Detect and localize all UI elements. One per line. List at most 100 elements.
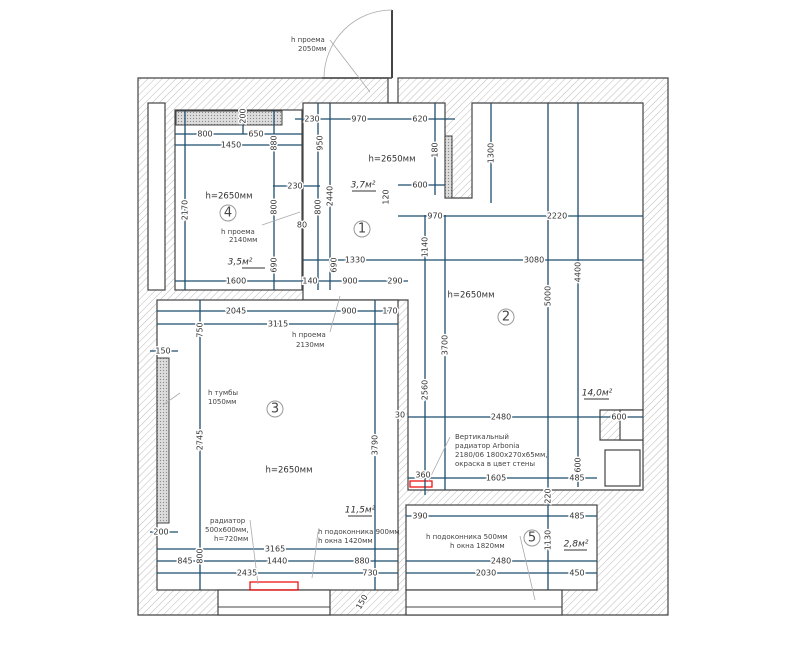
dimension-label: 970 [351,115,366,124]
room-2-height: h=2650мм [448,291,495,301]
dimension-label: 2435 [237,569,257,578]
dimension-label: 1450 [221,141,241,150]
dimension-label: 1130 [544,530,553,550]
room-5-number: 5 [528,531,536,546]
room-labels: h=2650мм 1 3,7м² h=2650мм 2 14,0м² h=265… [206,155,613,551]
dimension-label: 800 [270,199,279,214]
dimension-label: 30 [395,411,405,420]
dimension-label: 900 [341,307,356,316]
window5-note: h окна 1820мм [450,542,505,550]
dimension-label: 1330 [345,256,365,265]
dimension-label: 200 [239,108,248,123]
entrance-door-note: 2050мм [298,45,326,53]
window-room-5 [405,589,563,616]
window3-note: h окна 1420мм [318,537,373,545]
dimension-label: 3115 [268,320,288,329]
dimension-label: 600 [412,181,427,190]
dimension-label: 600 [611,413,626,422]
radiator-note: h=720мм [214,535,248,543]
dimension-label: 2480 [491,413,511,422]
dimension-label: 950 [316,135,325,150]
wardrobe-shelf [175,110,283,126]
leader-lines [162,39,536,601]
dimension-label: 800 [196,548,205,563]
dimension-label: 970 [427,212,442,221]
dimension-label: 800 [314,199,323,214]
radiator-note: радиатор [210,517,246,525]
dimension-label: 3080 [524,256,544,265]
vertical-radiator-note: окраска в цвет стены [455,460,535,468]
dimension-label: 3790 [371,435,380,455]
closet-niche [147,102,166,291]
dimension-label: 690 [270,257,279,272]
dimension-label: 2440 [326,186,335,206]
dimension-label: 730 [362,569,377,578]
cabinet-strip [444,135,453,199]
dimension-label: 150 [155,347,170,356]
room-1-number: 1 [358,222,366,237]
dimension-label: 485 [569,474,584,483]
vertical-radiator-note: радиатор Arbonia [455,442,520,450]
room-3-number: 3 [271,402,279,417]
dimension-label: 2220 [547,212,567,221]
dimension-label: 170 [382,307,397,316]
dimension-label: 845 [177,557,192,566]
dimension-label: 220 [544,488,553,503]
dimension-label: 1440 [267,557,287,566]
dimension-label: 690 [330,257,339,272]
radiator-note: 500x600мм, [205,526,249,534]
dimension-label: 600 [574,457,583,472]
room-number-circle [219,204,237,222]
room-2-area: 14,0м² [582,389,613,399]
dimension-label: 900 [342,277,357,286]
window5-note: h подоконника 500мм [426,533,508,541]
room-number-circle [523,529,541,547]
vertical-radiator-note: 2180/06 1800x270x65мм, [455,451,547,459]
annotations: h проема 2050мм h проема 2140мм h проема… [205,36,547,550]
room-4-height: h=2650мм [206,192,253,202]
room-1-2 [302,102,644,491]
dimension-label: 120 [382,189,391,204]
dimension-label: 485 [569,512,584,521]
dimension-label: 180 [431,142,440,157]
vertical-radiator-note: Вертикальный [455,433,509,441]
dimension-label: 230 [287,182,302,191]
cabinet-note: 1050мм [208,398,236,406]
dimension-label: 880 [270,135,279,150]
room-4-area: 3,5м² [228,258,253,268]
room-number-circle [353,220,371,238]
dimension-label: 390 [412,512,427,521]
dimension-label: 750 [196,322,205,337]
window-room-3 [217,589,331,616]
room3-door-note: 2130мм [296,341,324,349]
dimension-label: 1300 [487,143,496,163]
dimension-label: 290 [387,277,402,286]
entrance-door-note: h проема [291,36,325,44]
dimension-label: 3700 [441,335,450,355]
room-3-height: h=2650мм [266,466,313,476]
dimension-label: 1605 [486,474,506,483]
room4-door-note: h проема [221,228,255,236]
dimension-label: 2030 [476,569,496,578]
dimension-label: 4400 [574,262,583,282]
dimension-label: 620 [412,115,427,124]
dimension-label: 800 [197,130,212,139]
dimension-label: 880 [354,557,369,566]
room-3-area: 11,5м² [345,506,376,516]
radiator [249,581,299,591]
room-2-number: 2 [502,310,510,325]
window3-note: h подоконника 900мм [318,528,400,536]
dimension-label: 2170 [181,200,190,220]
dimension-label: 5000 [544,286,553,306]
dimension-labels: 800 650 200 1450 880 230 970 620 950 180… [152,107,628,613]
vertical-radiator [409,480,433,488]
room-1-height: h=2650мм [369,155,416,165]
dimension-label: 2745 [196,430,205,450]
dimension-label: 650 [248,130,263,139]
dimension-label: 450 [569,569,584,578]
dimension-label: 2480 [491,557,511,566]
shower-box [604,449,641,487]
dimension-lines [150,103,643,590]
dimension-label: 230 [304,115,319,124]
